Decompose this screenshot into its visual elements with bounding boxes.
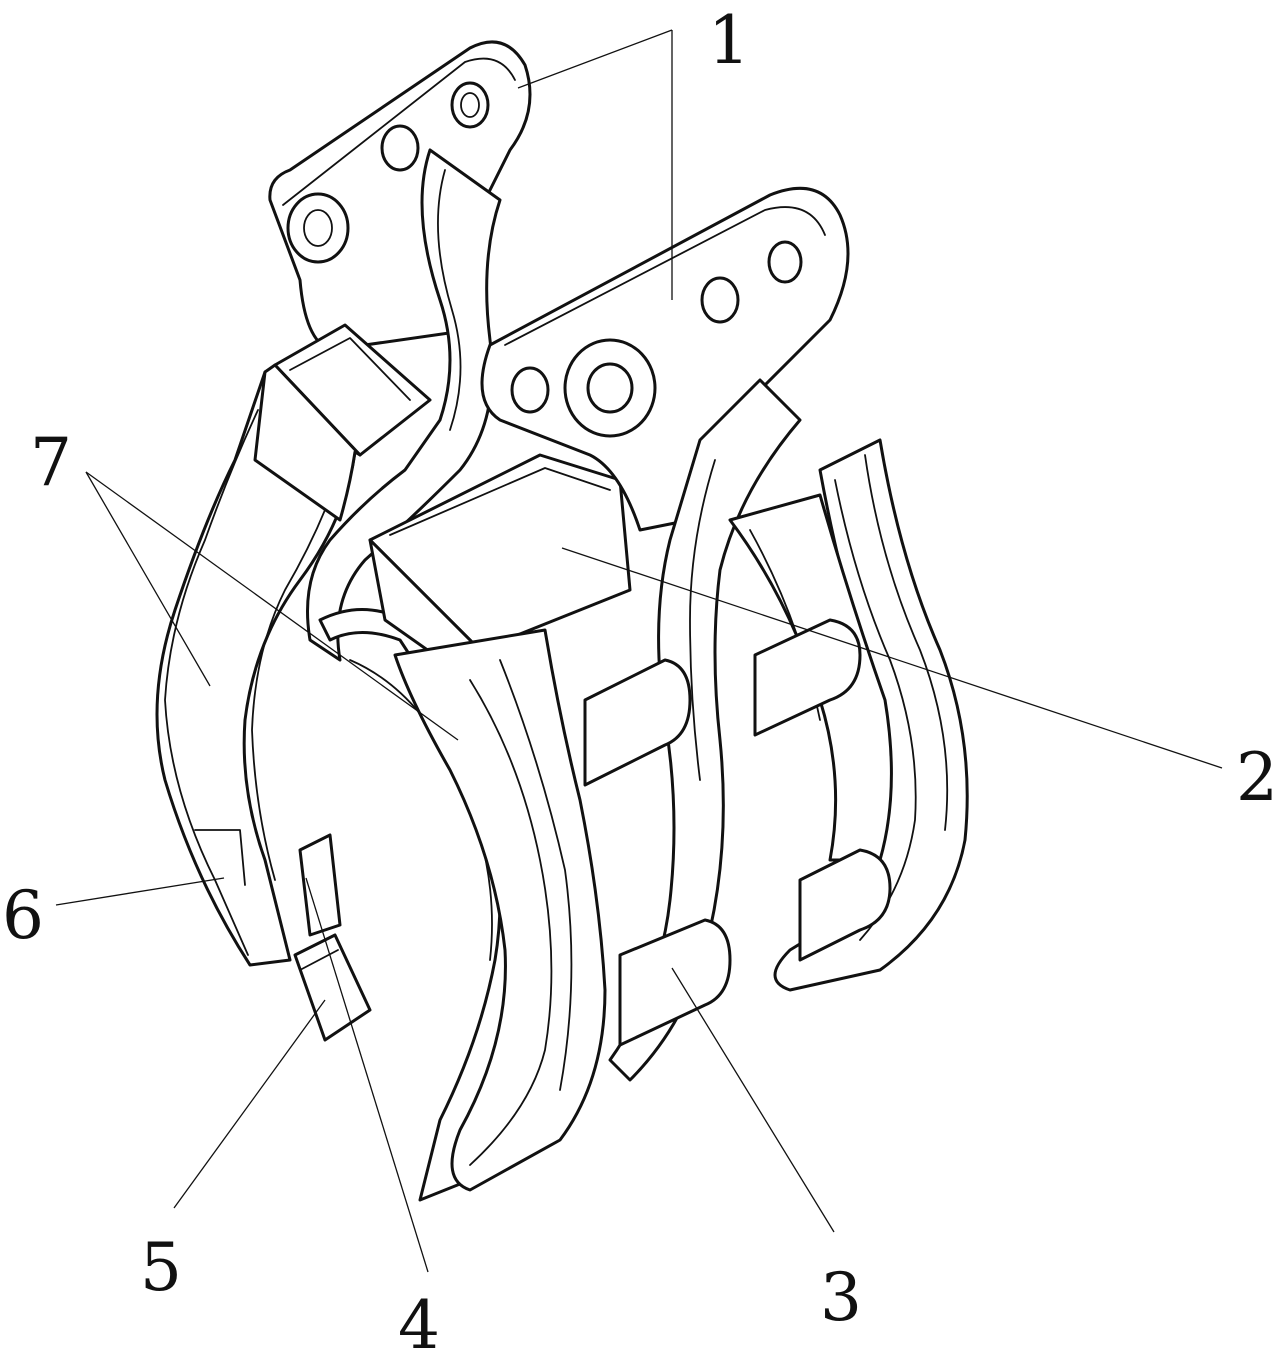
label-2: 2 — [1236, 739, 1278, 816]
rear-bracket-pin-boss — [288, 194, 348, 262]
label-7: 7 — [30, 424, 72, 501]
stop-block-upper — [300, 835, 340, 935]
stop-block-lower — [295, 935, 370, 1040]
label-5: 5 — [140, 1229, 182, 1306]
front-bracket-hole — [512, 368, 548, 412]
stop-blocks — [295, 835, 370, 1040]
rear-bracket-hole — [452, 83, 488, 127]
label-6: 6 — [2, 877, 44, 954]
front-bracket-hole — [769, 242, 801, 282]
front-bracket-hole — [702, 278, 738, 322]
rear-bracket-hole — [382, 126, 418, 170]
label-3: 3 — [820, 1259, 862, 1336]
center-finger — [395, 630, 605, 1190]
cross-bar — [620, 920, 730, 1045]
label-4: 4 — [398, 1287, 440, 1355]
label-1: 1 — [708, 2, 750, 79]
